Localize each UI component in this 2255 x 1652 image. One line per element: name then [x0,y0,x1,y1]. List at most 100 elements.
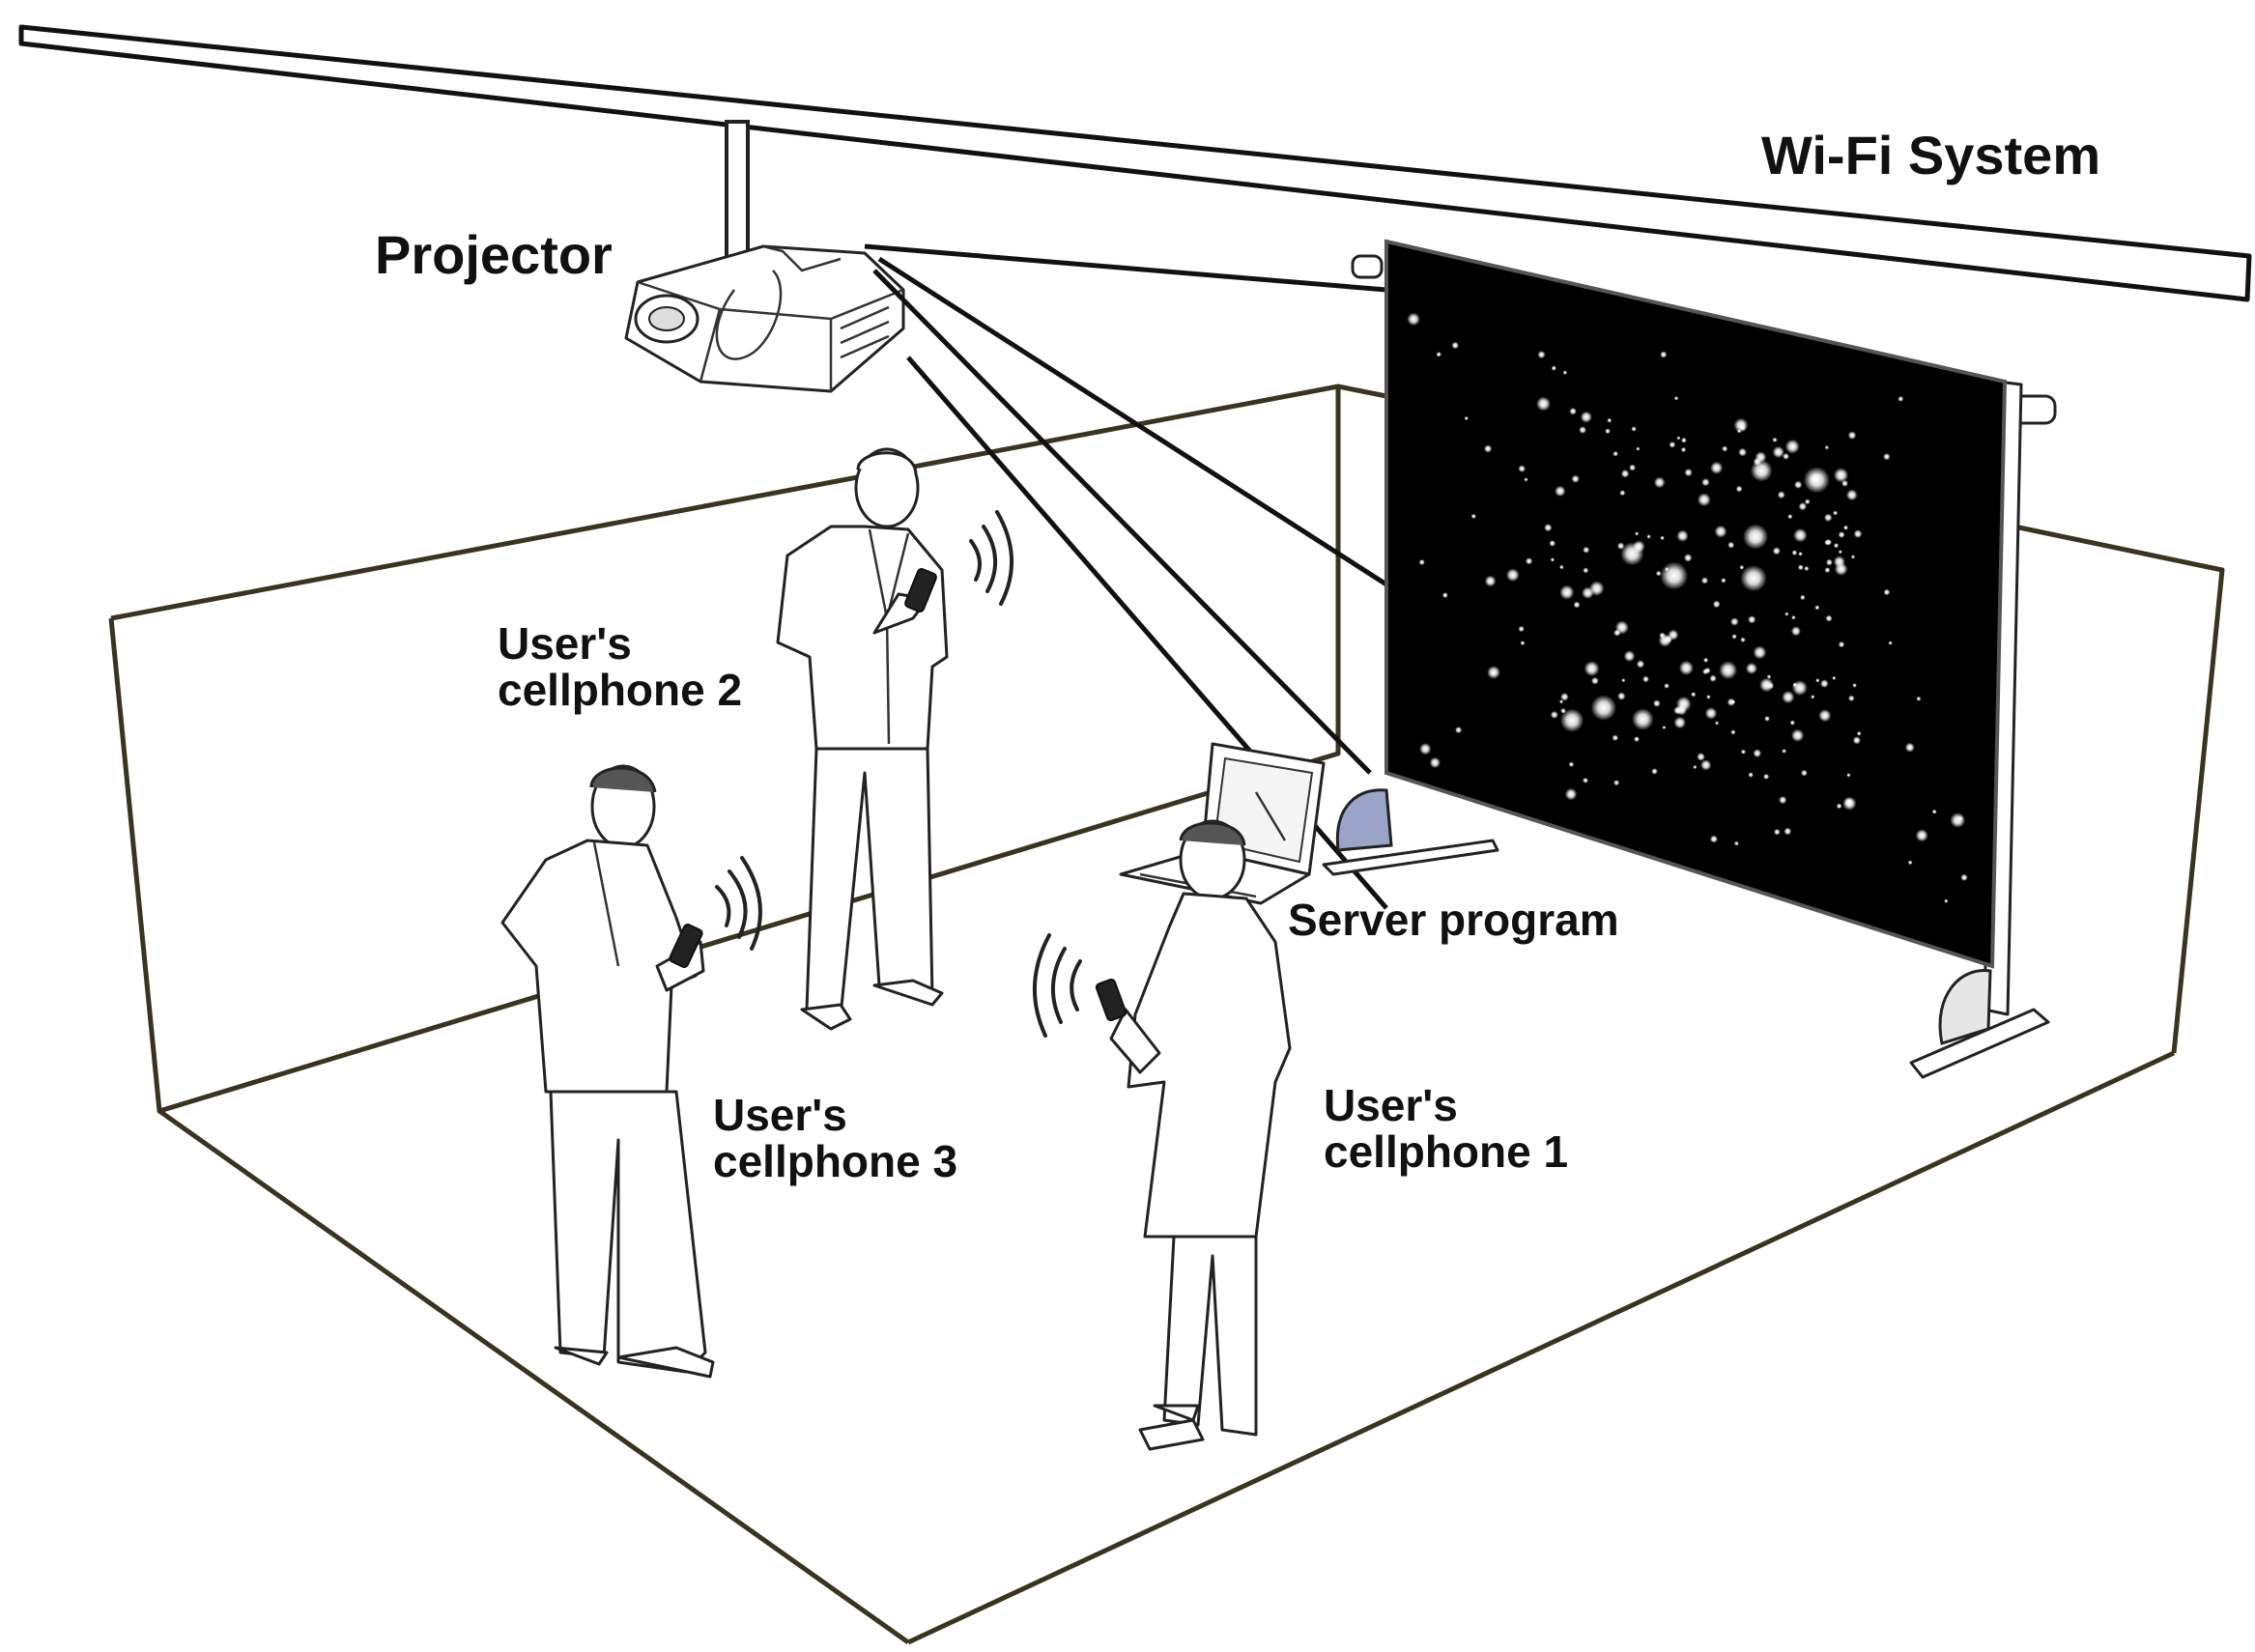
star [1653,476,1666,489]
star [1794,480,1803,489]
star [1579,426,1586,434]
star [1740,564,1767,592]
star [1555,485,1566,498]
star [1702,668,1709,675]
star [1573,601,1581,609]
star [1617,692,1626,700]
star [1803,467,1830,494]
star [1673,396,1679,401]
star [1673,716,1686,729]
star [1838,531,1845,538]
projector [624,244,905,393]
star [1564,787,1578,801]
star [1907,860,1913,866]
star [1772,437,1778,442]
star [1797,564,1804,571]
star [1675,704,1688,716]
star [1536,396,1551,412]
star [1669,441,1676,448]
star [1815,678,1820,683]
star [1655,570,1662,577]
star [1853,529,1863,538]
star [1904,742,1915,753]
star [1701,478,1710,487]
star [1470,513,1477,520]
star [1697,753,1705,761]
star [1636,660,1645,669]
star [1590,695,1617,721]
star [1931,809,1937,814]
label-user-cellphone-1-line1: User's [1324,1080,1458,1130]
star [1676,529,1689,542]
star [1605,428,1611,435]
person-user-2 [776,447,1014,1031]
star [1847,431,1857,440]
star [1568,761,1575,767]
star [1642,675,1649,683]
star [1559,564,1564,570]
star [1950,812,1966,828]
star [1960,873,1968,881]
star [1613,780,1620,786]
star [1623,650,1636,663]
star [1583,777,1588,783]
star [1550,557,1556,562]
star [1730,699,1736,704]
star [1660,561,1689,590]
star [1852,736,1862,745]
star [1838,641,1845,648]
star [1733,840,1739,846]
star [1957,815,1963,821]
star [1730,617,1739,626]
star [1684,468,1693,477]
star [1614,620,1629,635]
star [1635,531,1640,536]
star [1735,485,1743,493]
star [1631,426,1637,432]
star [1748,615,1756,624]
star [1764,716,1770,722]
star [1883,588,1891,596]
star [1833,510,1839,516]
star [1712,600,1721,609]
star [1790,728,1805,742]
star [1733,417,1749,433]
star [1544,524,1553,532]
star [1580,411,1592,423]
star [1777,491,1785,499]
star [1560,707,1566,714]
star [1742,524,1769,550]
label-user-cellphone-2-line2: cellphone 2 [498,665,742,715]
star [1683,554,1693,562]
star [1653,699,1661,707]
screen-surface [1384,239,2008,969]
star [1619,490,1626,497]
person-user-3 [500,764,762,1379]
star [1651,768,1658,775]
star [1487,666,1500,679]
star [1824,445,1830,450]
star [1745,662,1757,675]
star [1772,445,1784,459]
star [1484,575,1497,587]
label-server-program: Server program [1288,895,1619,945]
star [1571,474,1580,483]
star [1620,470,1630,478]
star [1814,605,1820,611]
star [1418,558,1425,566]
star [1819,679,1829,688]
star [1407,312,1420,327]
star [1782,749,1786,754]
star [1727,541,1735,549]
star [1558,699,1564,704]
star [1646,534,1651,539]
star [1691,692,1697,698]
star [1846,773,1851,778]
star [1825,614,1833,622]
star [1740,749,1746,755]
star [1700,577,1709,584]
star [1629,464,1637,471]
star [1790,626,1801,637]
star [1583,567,1589,574]
star [1676,436,1681,441]
